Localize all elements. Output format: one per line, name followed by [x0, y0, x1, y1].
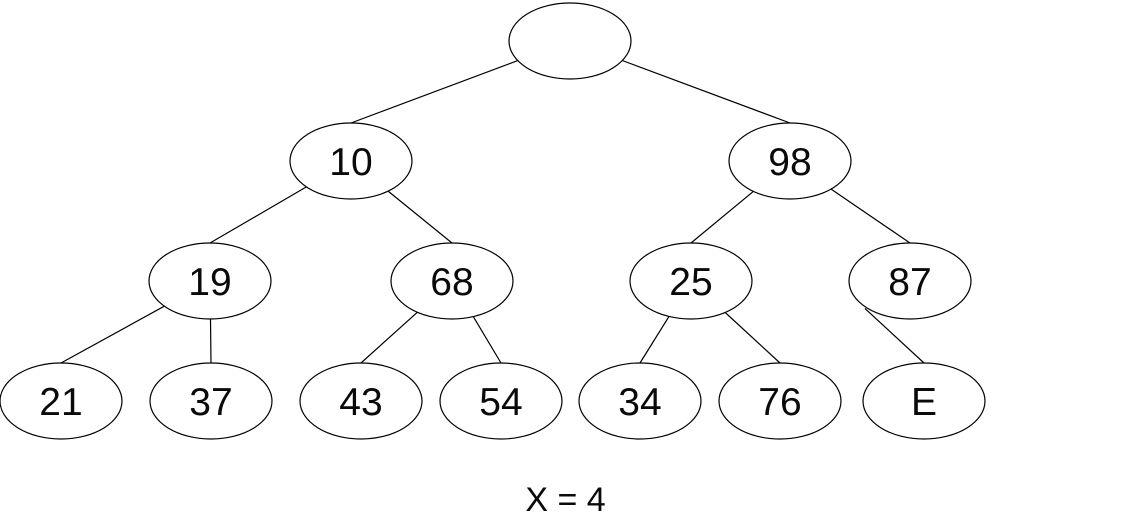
- tree-edge-68-43: [360, 311, 418, 364]
- tree-node-34: 34: [578, 362, 702, 440]
- tree-edge-10-19: [209, 186, 307, 244]
- node-label: 37: [189, 381, 232, 424]
- node-label: 10: [329, 141, 372, 184]
- tree-node-19: 19: [148, 242, 272, 320]
- tree-edge-68-54: [472, 316, 502, 364]
- tree-node-68: 68: [390, 242, 514, 320]
- node-ellipse: [848, 242, 972, 320]
- tree-node-21: 21: [0, 362, 123, 440]
- node-ellipse: [299, 362, 423, 440]
- node-label: 21: [39, 381, 82, 424]
- tree-edge-25-34: [639, 316, 670, 364]
- tree-edge-19-21: [60, 305, 165, 364]
- tree-edge-root-10: [350, 60, 518, 124]
- tree-node-54: 54: [439, 362, 563, 440]
- tree-edge-87-E: [864, 307, 925, 364]
- tree-node-43: 43: [299, 362, 423, 440]
- node-ellipse: [578, 362, 702, 440]
- node-ellipse: [629, 242, 753, 320]
- node-label: 54: [479, 381, 522, 424]
- tree-edge-25-76: [724, 312, 781, 364]
- node-ellipse: [148, 242, 272, 320]
- tree-edge-root-98: [622, 59, 791, 124]
- tree-edge-98-25: [690, 190, 754, 244]
- tree-edge-10-68: [387, 190, 453, 244]
- node-label: 68: [430, 261, 473, 304]
- node-ellipse: [289, 122, 413, 200]
- node-ellipse: [728, 122, 852, 200]
- tree-node-25: 25: [629, 242, 753, 320]
- node-label: 25: [669, 261, 712, 304]
- node-ellipse: [149, 362, 273, 440]
- tree-edge-98-87: [830, 188, 911, 244]
- node-label: 19: [188, 261, 231, 304]
- node-ellipse: [508, 2, 632, 80]
- node-label: 98: [768, 141, 811, 184]
- node-label: 34: [618, 381, 661, 424]
- tree-edge-19-37: [209, 318, 212, 364]
- tree-node-76: 76: [718, 362, 842, 440]
- node-label: 43: [339, 381, 382, 424]
- node-label: E: [911, 381, 937, 424]
- node-label: 76: [758, 381, 801, 424]
- node-ellipse: [862, 362, 986, 440]
- node-ellipse: [439, 362, 563, 440]
- node-ellipse: [390, 242, 514, 320]
- tree-node-37: 37: [149, 362, 273, 440]
- caption-x-value: X = 4: [525, 481, 606, 519]
- tree-node-root: [508, 2, 632, 80]
- node-ellipse: [0, 362, 123, 440]
- tree-node-E: E: [862, 362, 986, 440]
- tree-node-98: 98: [728, 122, 852, 200]
- node-label: 87: [888, 261, 931, 304]
- node-ellipse: [718, 362, 842, 440]
- tree-node-10: 10: [289, 122, 413, 200]
- tree-node-87: 87: [848, 242, 972, 320]
